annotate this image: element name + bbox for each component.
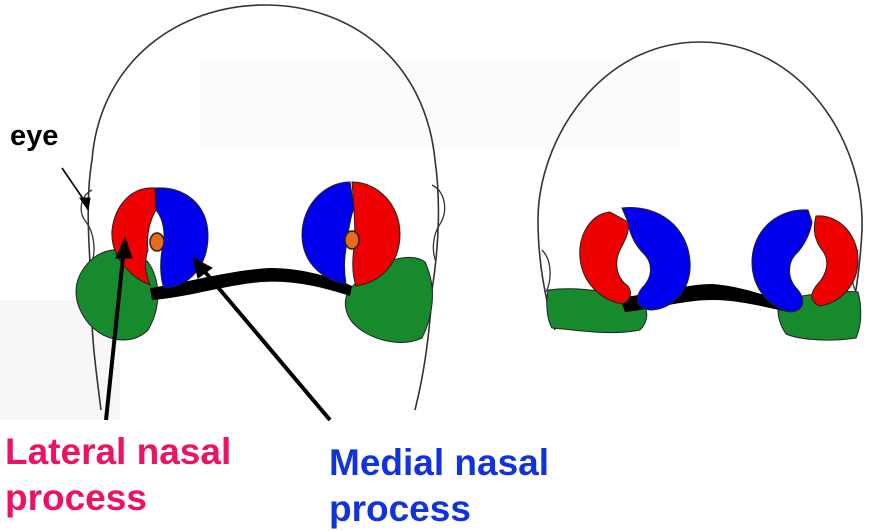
lateral-nasal-process-label-line2: process (5, 478, 147, 518)
medial-nasal-process-label-line2: process (329, 489, 471, 529)
medial-pointer-line (200, 266, 330, 420)
eye-label: eye (10, 120, 58, 153)
left-nasal-pit-a (150, 233, 164, 251)
right-medial-nasal-process-a (622, 208, 690, 310)
left-nasal-pit-b (345, 231, 359, 249)
lateral-nasal-process-label-line1: Lateral nasal (5, 432, 231, 472)
medial-nasal-process-label-line1: Medial nasal (329, 443, 549, 483)
left-medial-nasal-process-b (302, 182, 354, 284)
